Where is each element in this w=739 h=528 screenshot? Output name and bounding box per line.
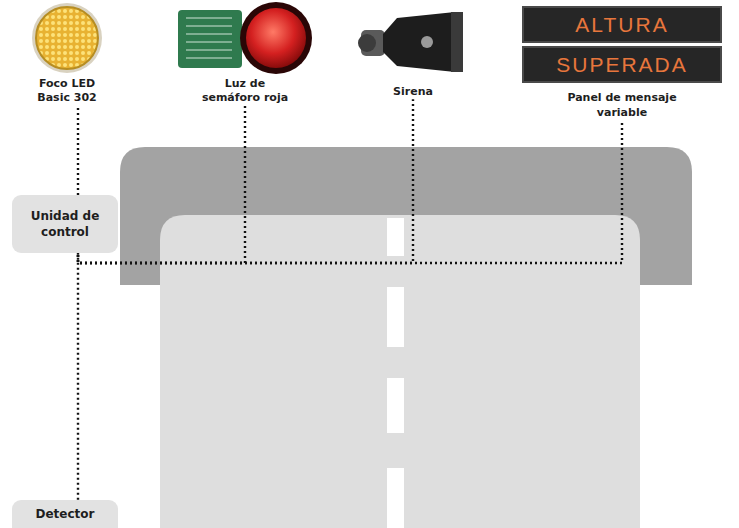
green-housing xyxy=(178,10,242,68)
grille-line xyxy=(186,26,232,27)
traffic-light: Luz de semáforo roja xyxy=(172,2,318,106)
siren: Sirena xyxy=(355,4,471,99)
grille-line xyxy=(186,18,232,19)
led-array xyxy=(36,7,98,69)
box-label: Detector xyxy=(18,506,112,522)
siren-cap xyxy=(358,34,376,52)
red-lamp xyxy=(246,8,306,68)
box-label: Unidad de control xyxy=(18,208,112,240)
grille-line xyxy=(186,42,232,43)
grille-line xyxy=(186,50,232,51)
panel-display-line: ALTURA xyxy=(522,6,722,43)
signal-wire xyxy=(77,106,79,195)
detector-box: Detector xyxy=(12,500,118,528)
siren-horn xyxy=(383,12,455,72)
grille-line xyxy=(186,34,232,35)
lane-dash xyxy=(387,468,404,528)
device-caption: Sirena xyxy=(363,85,463,99)
lane-dash xyxy=(387,218,404,256)
lamp-housing xyxy=(240,2,312,74)
siren-mouth xyxy=(451,12,463,72)
siren-bolt xyxy=(421,36,433,48)
signal-wire xyxy=(78,99,413,263)
lane-dash xyxy=(387,378,404,433)
device-caption: Panel de mensaje variable xyxy=(557,91,687,120)
lamp-rim xyxy=(32,3,102,73)
traffic-light-picture xyxy=(172,2,318,74)
signal-wire xyxy=(77,253,79,500)
grille-line xyxy=(186,58,232,59)
message-panel: ALTURASUPERADA Panel de mensaje variable xyxy=(518,6,726,120)
device-caption: Foco LED Basic 302 xyxy=(25,77,109,106)
signal-wire xyxy=(78,120,622,263)
panel-display-line: SUPERADA xyxy=(522,46,722,83)
control-unit-box: Unidad de control xyxy=(12,195,118,253)
led-lamp: Foco LED Basic 302 xyxy=(8,2,126,106)
led-lamp-picture xyxy=(8,2,126,74)
lane-dash xyxy=(387,287,404,347)
device-caption: Luz de semáforo roja xyxy=(195,77,295,106)
siren-picture xyxy=(355,4,471,82)
